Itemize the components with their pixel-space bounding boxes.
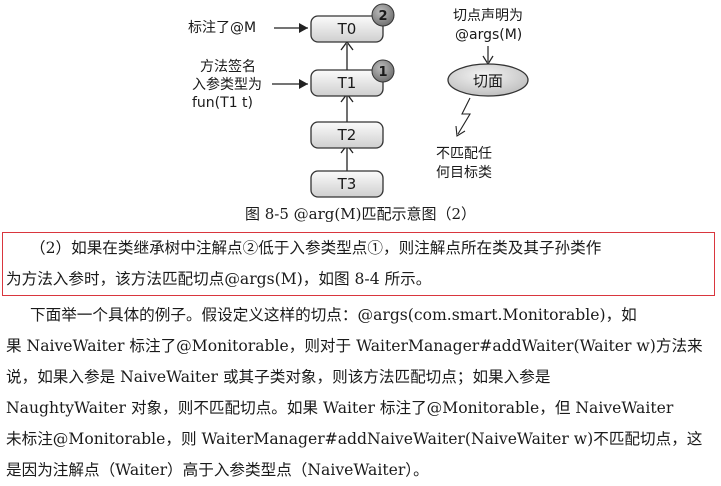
pointcut-label: 切面 xyxy=(473,72,503,90)
no-match-line-2: 何目标类 xyxy=(436,165,492,181)
annotation-t1-line-1: 方法签名 xyxy=(200,58,256,75)
node-t2-label: T2 xyxy=(337,126,357,144)
annotation-t1-line-3: fun(T1 t) xyxy=(192,95,253,111)
body-line-6: 是因为注解点（Waiter）高于入参类型点（NaiveWaiter）。 xyxy=(6,461,429,479)
node-t2: T2 xyxy=(310,121,384,149)
body-line-4: NaughtyWaiter 对象，则不匹配切点。如果 Waiter 标注了@Mo… xyxy=(6,399,674,417)
body-paragraph: 下面举一个具体的例子。假设定义这样的切点：@args(com.smart.Mon… xyxy=(6,300,712,486)
highlighted-line-1: （2）如果在类继承树中注解点②低于入参类型点①，则注解点所在类及其子孙类作 xyxy=(30,239,602,257)
badge-1: 1 xyxy=(371,59,395,83)
no-match-arrowhead-icon xyxy=(455,125,466,137)
node-t0: T0 xyxy=(310,15,384,43)
highlighted-paragraph: （2）如果在类继承树中注解点②低于入参类型点①，则注解点所在类及其子孙类作 为方… xyxy=(6,233,712,295)
node-t0-label: T0 xyxy=(337,20,357,38)
pointcut-ellipse: 切面 xyxy=(447,63,529,97)
no-match-line-1: 不匹配任 xyxy=(436,146,492,162)
body-line-3: 说，如果入参是 NaiveWaiter 或其子类对象，则该方法匹配切点；如果入参… xyxy=(6,368,551,386)
node-t1-label: T1 xyxy=(337,74,357,92)
annotation-matching-diagram: T0 T1 T2 T3 2 1 标注了@M 方法签名 入参类型为 fun(T1 … xyxy=(188,3,529,198)
node-t1: T1 xyxy=(310,69,384,97)
annotation-t1-line-2: 入参类型为 xyxy=(192,76,262,93)
badge-1-label: 1 xyxy=(378,65,387,80)
no-match-zigzag-icon xyxy=(457,97,471,135)
body-line-1: 下面举一个具体的例子。假设定义这样的切点：@args(com.smart.Mon… xyxy=(30,306,637,324)
badge-2-label: 2 xyxy=(378,9,387,24)
badge-2: 2 xyxy=(371,3,395,27)
annotation-t0-label: 标注了@M xyxy=(188,20,256,36)
node-t3: T3 xyxy=(310,170,384,198)
figure-caption: 图 8-5 @arg(M)匹配示意图（2） xyxy=(244,205,476,223)
body-line-2: 果 NaiveWaiter 标注了@Monitorable，则对于 Waiter… xyxy=(6,337,703,355)
highlight-box xyxy=(2,232,715,296)
node-t3-label: T3 xyxy=(337,175,357,193)
pointcut-decl-line-1: 切点声明为 xyxy=(453,8,523,24)
highlighted-line-2: 为方法入参时，该方法匹配切点@args(M)，如图 8-4 所示。 xyxy=(6,270,432,288)
pointcut-decl-line-2: @args(M) xyxy=(455,27,522,43)
body-line-5: 未标注@Monitorable，则 WaiterManager#addNaive… xyxy=(6,430,703,448)
